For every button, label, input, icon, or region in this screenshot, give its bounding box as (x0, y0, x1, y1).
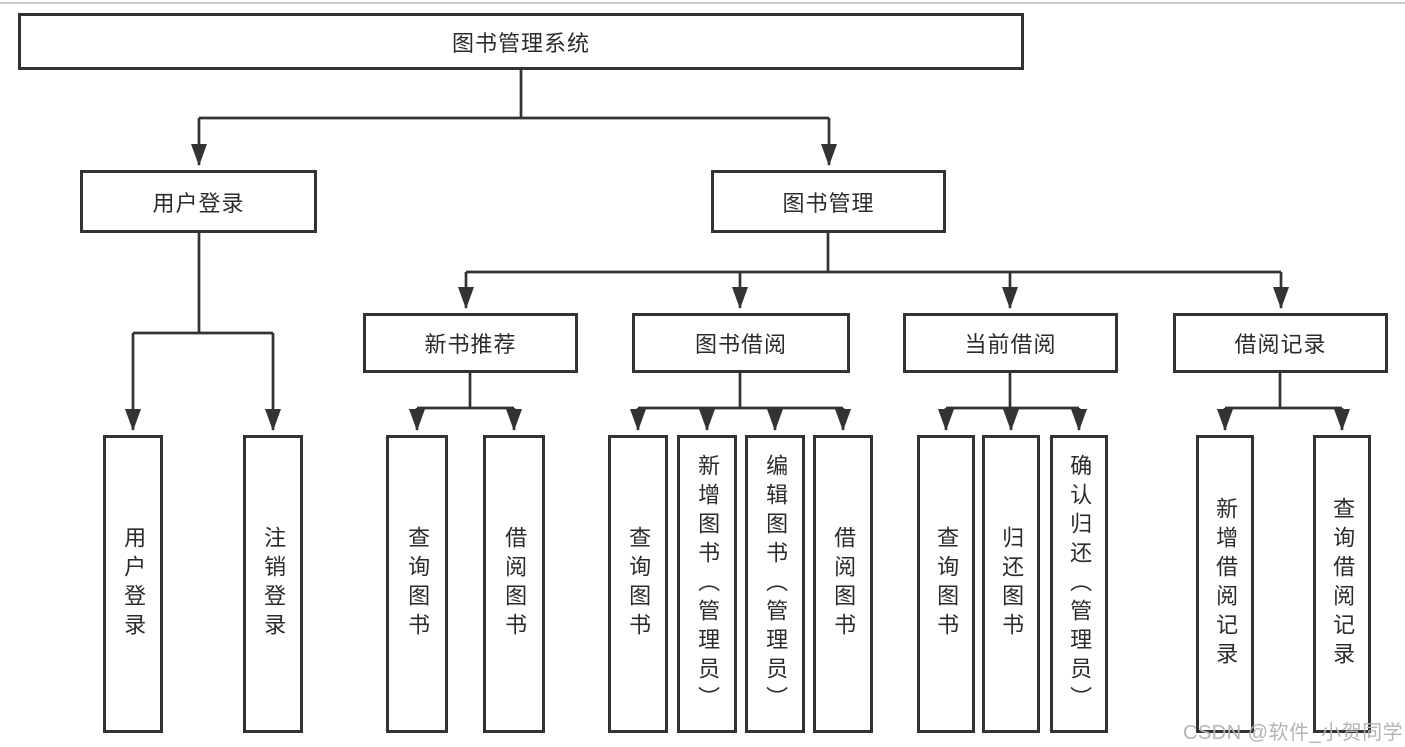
leaf-confirm-return-admin-label: 确认归还（管理员） (1067, 453, 1093, 715)
leaf-borrowing-query-books-label: 查询图书 (626, 526, 652, 642)
leaf-add-borrow-record-label: 新增借阅记录 (1213, 497, 1239, 671)
leaf-edit-books-admin-label: 编辑图书（管理员） (763, 453, 789, 715)
node-new-book-recommend-label: 新书推荐 (424, 332, 517, 357)
top-rule (0, 2, 1405, 4)
leaf-current-query-books: 查询图书 (917, 435, 975, 733)
node-borrowing-records: 借阅记录 (1173, 313, 1388, 373)
node-root: 图书管理系统 (18, 13, 1024, 70)
node-root-label: 图书管理系统 (451, 30, 590, 56)
node-user-login: 用户登录 (80, 170, 317, 233)
leaf-current-query-books-label: 查询图书 (934, 526, 960, 642)
leaf-add-borrow-record: 新增借阅记录 (1196, 435, 1254, 733)
node-borrowing-records-label: 借阅记录 (1234, 332, 1327, 357)
node-current-borrowing: 当前借阅 (903, 313, 1118, 373)
node-current-borrowing-label: 当前借阅 (964, 332, 1057, 357)
leaf-add-books-admin: 新增图书（管理员） (677, 435, 737, 733)
leaf-borrowing-query-books: 查询图书 (608, 435, 668, 733)
leaf-borrow-books-label: 借阅图书 (831, 526, 857, 642)
leaf-borrow-books: 借阅图书 (813, 435, 873, 733)
leaf-query-borrow-record-label: 查询借阅记录 (1330, 497, 1356, 671)
leaf-user-login: 用户登录 (103, 435, 163, 733)
leaf-add-books-admin-label: 新增图书（管理员） (695, 453, 721, 715)
leaf-query-borrow-record: 查询借阅记录 (1313, 435, 1371, 733)
node-book-borrowing-label: 图书借阅 (694, 332, 787, 357)
leaf-user-login-label: 用户登录 (121, 526, 147, 642)
leaf-confirm-return-admin: 确认归还（管理员） (1050, 435, 1108, 733)
leaf-logout: 注销登录 (243, 435, 303, 733)
node-new-book-recommend: 新书推荐 (363, 313, 578, 373)
leaf-logout-label: 注销登录 (261, 526, 287, 642)
leaf-return-books: 归还图书 (982, 435, 1040, 733)
csdn-watermark: CSDN @软件_小贺同学 (1183, 722, 1404, 744)
leaf-recommend-query-books-label: 查询图书 (405, 526, 431, 642)
node-book-borrowing: 图书借阅 (632, 313, 850, 373)
leaf-recommend-borrow-books-label: 借阅图书 (502, 526, 528, 642)
leaf-return-books-label: 归还图书 (999, 526, 1025, 642)
leaf-recommend-borrow-books: 借阅图书 (483, 435, 545, 733)
node-book-management-label: 图书管理 (782, 190, 875, 216)
node-book-management: 图书管理 (711, 170, 946, 233)
node-user-login-label: 用户登录 (152, 190, 245, 216)
leaf-edit-books-admin: 编辑图书（管理员） (745, 435, 805, 733)
leaf-recommend-query-books: 查询图书 (386, 435, 448, 733)
